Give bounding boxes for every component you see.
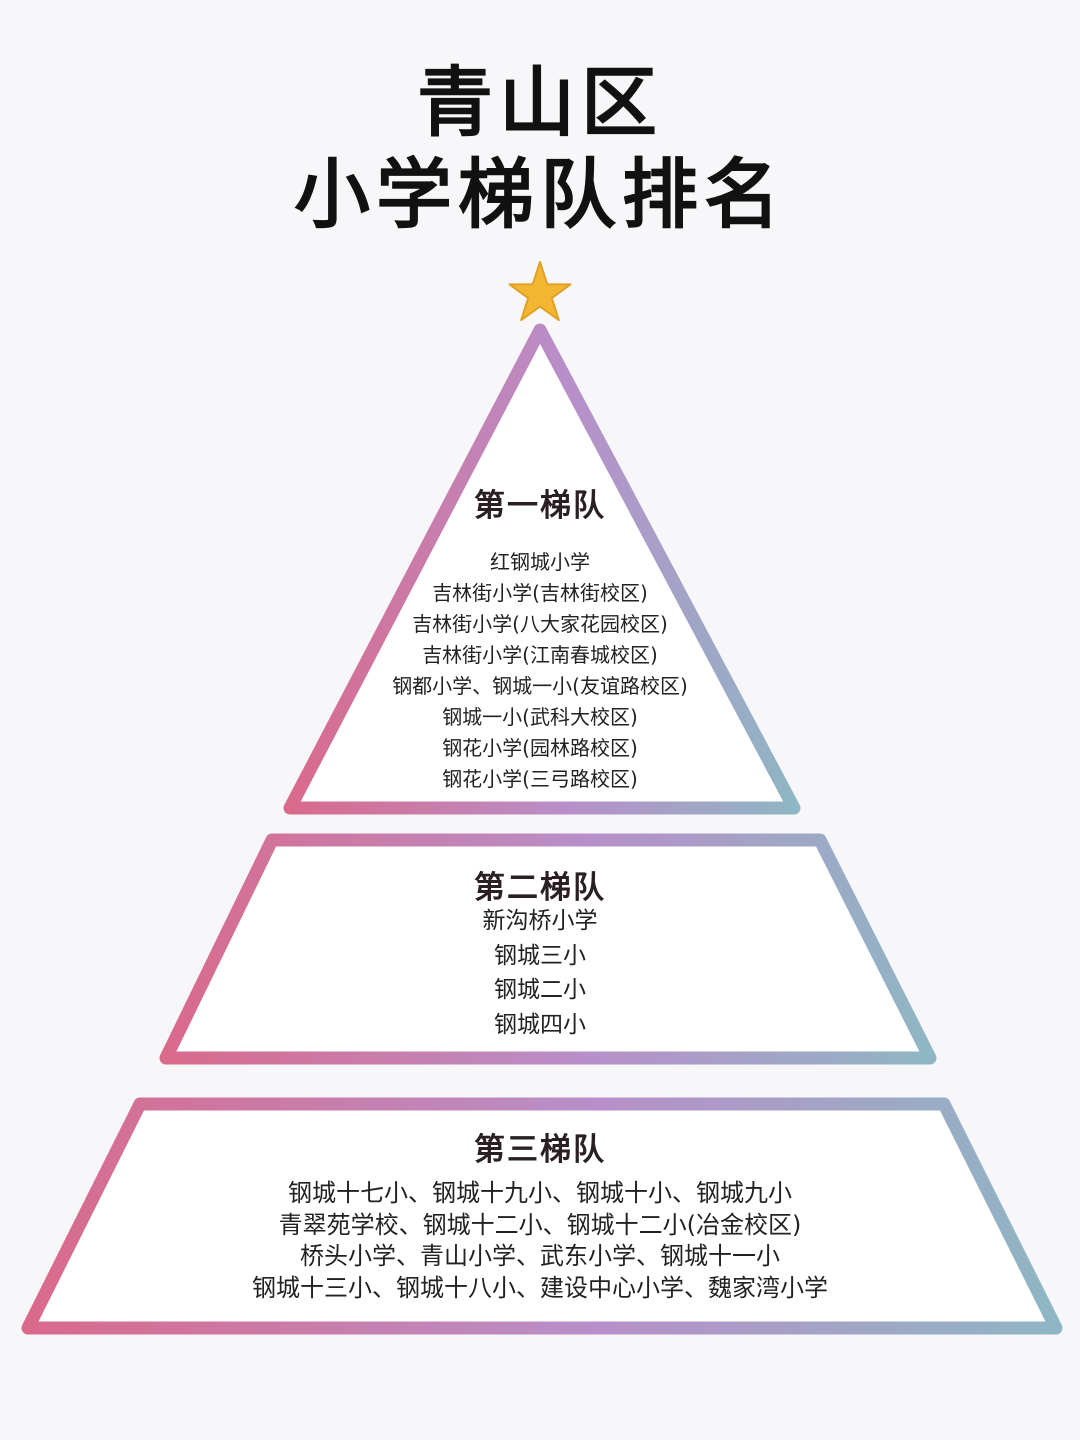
tier3-heading: 第三梯队 [474, 1132, 606, 1168]
list-item: 钢城十三小、钢城十八小、建设中心小学、魏家湾小学 [252, 1273, 828, 1302]
list-item: 钢城十七小、钢城十九小、钢城十小、钢城九小 [288, 1179, 792, 1207]
list-item: 吉林街小学(吉林街校区) [432, 581, 648, 605]
list-item: 钢花小学(园林路校区) [442, 736, 638, 760]
tier3-school-list: 钢城十七小、钢城十九小、钢城十小、钢城九小 青翠苑学校、钢城十二小、钢城十二小(… [0, 1178, 1080, 1304]
list-item: 钢都小学、钢城一小(友谊路校区) [392, 674, 688, 698]
list-item: 钢城四小 [494, 1011, 586, 1038]
tier2-heading: 第二梯队 [474, 870, 606, 906]
page-title-line1: 青山区 [417, 58, 663, 147]
star-icon [508, 261, 572, 322]
list-item: 钢城二小 [494, 977, 586, 1003]
list-item: 青翠苑学校、钢城十二小、钢城十二小(冶金校区) [278, 1210, 802, 1239]
list-item: 新沟桥小学 [482, 908, 598, 934]
list-item: 红钢城小学 [490, 550, 590, 574]
page-title-line2: 小学梯队排名 [294, 150, 786, 239]
list-item: 钢城三小 [494, 942, 586, 969]
tier1-triangle [283, 323, 801, 815]
list-item: 钢花小学(三弓路校区) [442, 767, 638, 791]
tier2-trapezoid [159, 833, 937, 1065]
list-item: 吉林街小学(八大家花园校区) [412, 612, 668, 636]
tier1-heading: 第一梯队 [474, 488, 606, 524]
list-item: 钢城一小(武科大校区) [442, 705, 638, 729]
list-item: 吉林街小学(江南春城校区) [422, 643, 658, 667]
list-item: 桥头小学、青山小学、武东小学、钢城十一小 [300, 1242, 780, 1270]
tier3-trapezoid [21, 1097, 1063, 1335]
tier2-school-list: 新沟桥小学 钢城三小 钢城二小 钢城四小 [0, 904, 1080, 1042]
tier1-school-list: 红钢城小学 吉林街小学(吉林街校区) 吉林街小学(八大家花园校区) 吉林街小学(… [0, 547, 1080, 795]
